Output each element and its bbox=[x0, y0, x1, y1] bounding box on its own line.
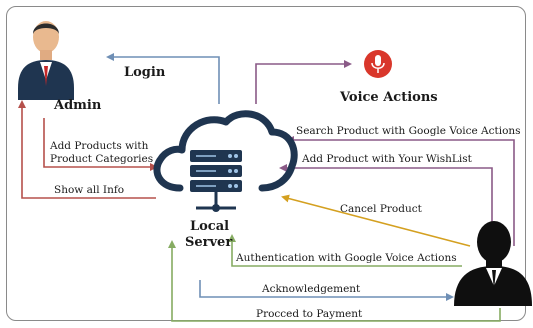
edge-proceed-payment bbox=[168, 240, 501, 322]
voice-actions-label: Voice Actions bbox=[339, 90, 438, 105]
edge-show-all-info-label: Show all Info bbox=[54, 184, 124, 196]
edge-proceed-payment-label: Procced to Payment bbox=[256, 308, 363, 320]
cloud-server-icon bbox=[153, 110, 298, 212]
edge-add-wishlist-label: Add Product with Your WishList bbox=[301, 153, 473, 165]
edge-show-all-info bbox=[18, 100, 156, 199]
edge-add-products-label-2: Product Categories bbox=[50, 153, 153, 165]
edge-login-label: Login bbox=[124, 65, 166, 80]
admin-person-icon bbox=[18, 21, 74, 100]
edge-cancel-product bbox=[281, 194, 471, 247]
diagram-frame bbox=[6, 6, 526, 321]
server-label-line2: Server bbox=[185, 235, 232, 250]
server-label-line1: Local bbox=[190, 219, 229, 234]
edge-add-products-label-1: Add Products with bbox=[49, 140, 149, 152]
edge-add-wishlist bbox=[279, 164, 493, 222]
edge-authentication bbox=[228, 234, 462, 267]
edge-authentication-label: Authentication with Google Voice Actions bbox=[235, 252, 457, 264]
edge-cancel-product-label: Cancel Product bbox=[340, 203, 423, 215]
edge-voice bbox=[255, 60, 352, 104]
microphone-icon bbox=[364, 50, 392, 78]
edge-acknowledgement-label: Acknowledgement bbox=[261, 283, 361, 295]
admin-label: Admin bbox=[53, 98, 102, 113]
edge-login bbox=[106, 53, 220, 104]
edge-search-product bbox=[286, 136, 515, 246]
edge-acknowledgement bbox=[199, 280, 454, 301]
edge-add-products bbox=[43, 118, 158, 171]
edge-search-product-label: Search Product with Google Voice Actions bbox=[296, 125, 521, 137]
user-silhouette-icon bbox=[454, 221, 532, 306]
